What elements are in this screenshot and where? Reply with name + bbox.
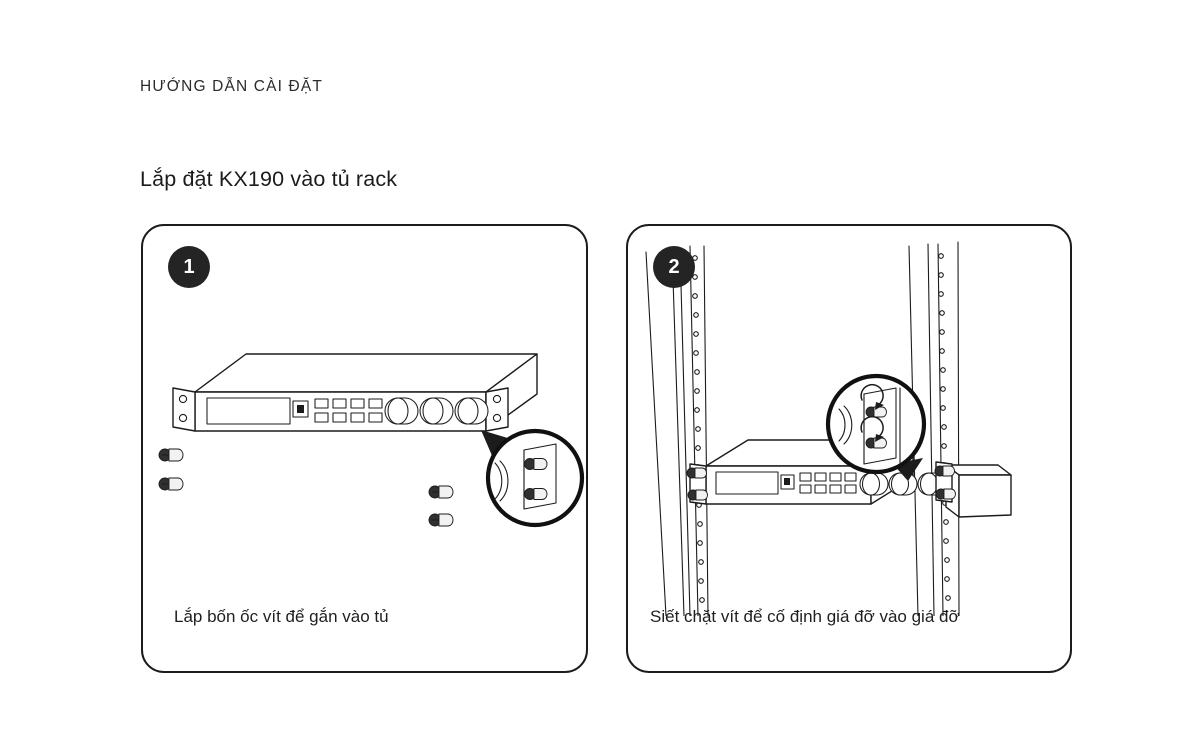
- mounted-control-knobs: [859, 472, 947, 496]
- step-1-caption: Lắp bốn ốc vít để gắn vào tủ: [174, 607, 389, 626]
- loose-screw-3: [428, 485, 454, 499]
- mounted-button-grid: [799, 472, 857, 494]
- fastened-screw-right-bottom: [935, 488, 956, 500]
- loose-screw-4: [428, 513, 454, 527]
- step-2-illustration: [628, 226, 1070, 616]
- rotation-arrow-top: [860, 383, 884, 410]
- rack-mounted-unit-drawing: [645, 241, 1012, 616]
- rack-ear-left: [172, 387, 196, 432]
- loose-screw-2: [158, 477, 184, 491]
- mounted-display-window: [715, 471, 779, 495]
- magnifier-pointer-1: [481, 430, 511, 458]
- magnifier-callout-1: [485, 428, 585, 528]
- step-card-2: 2: [626, 224, 1072, 673]
- fastened-screw-right-top: [934, 465, 955, 477]
- step-card-1: 1: [141, 224, 588, 673]
- rack-ear-right: [485, 387, 509, 432]
- rotation-arrow-bottom: [860, 415, 884, 442]
- loose-screw-1: [158, 448, 184, 462]
- rack-post-left: [645, 245, 709, 616]
- eyebrow-label: HƯỚNG DẪN CÀI ĐẶT: [140, 78, 324, 95]
- step-number-badge-1: 1: [168, 246, 210, 288]
- button-grid: [314, 398, 383, 423]
- control-knobs: [384, 397, 489, 425]
- fastened-screw-left-bottom: [687, 489, 708, 501]
- step-2-caption: Siết chặt vít để cố định giá đỡ vào giá …: [650, 607, 960, 626]
- rack-unit-loose-screws-drawing: [158, 353, 585, 528]
- step-1-illustration: [143, 226, 586, 586]
- magnifier-callout-2: [825, 373, 927, 475]
- port-icon: [292, 400, 309, 418]
- tightening-screw-top: [865, 406, 887, 418]
- display-window: [206, 397, 291, 425]
- mounted-port-icon: [780, 474, 795, 490]
- fastened-screw-left-top: [686, 467, 707, 479]
- step-number-badge-2: 2: [653, 246, 695, 288]
- device-rear-extension: [945, 464, 1012, 518]
- page-title: Lắp đặt KX190 vào tủ rack: [140, 167, 398, 191]
- seated-screw-b: [524, 488, 548, 500]
- seated-screw-a: [524, 458, 548, 470]
